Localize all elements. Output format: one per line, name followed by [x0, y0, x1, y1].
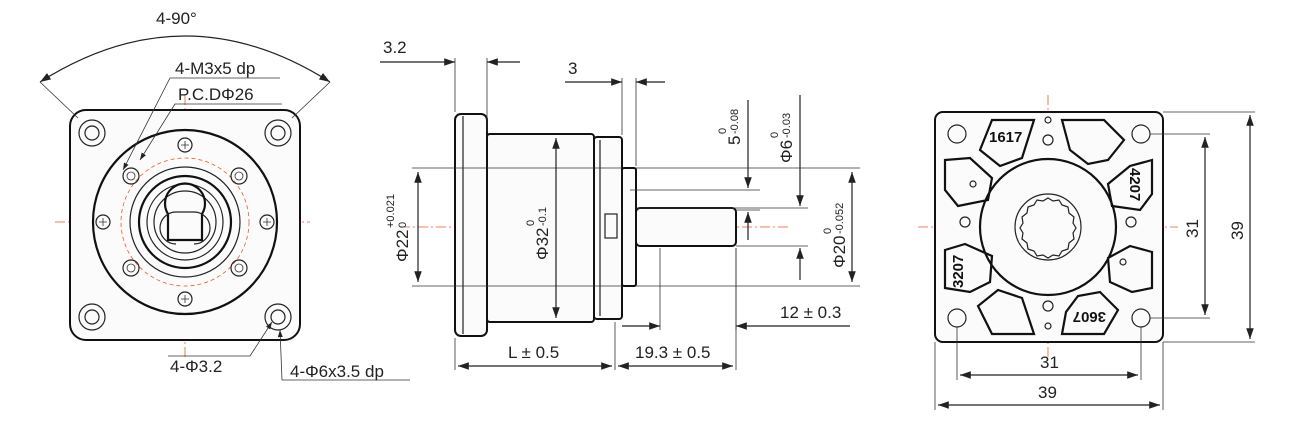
pcd-leader	[139, 103, 282, 161]
svg-text:-0.052: -0.052	[834, 203, 846, 234]
rear-square-plate	[934, 111, 1164, 343]
front-view: 4-90° 4-M3x5 dp P.C.DΦ26 4-Φ3.2 4-Φ6x3.5…	[39, 9, 410, 381]
rear-spline-outer	[1014, 193, 1082, 261]
d20-dimension: Φ20 0 -0.052	[822, 203, 849, 268]
svg-text:0: 0	[397, 222, 409, 228]
shaft-length-label: 12 ± 0.3	[780, 303, 841, 322]
gap-label: 3	[568, 59, 577, 78]
svg-text:Φ20: Φ20	[830, 236, 849, 268]
mark-left: 3207	[950, 255, 967, 288]
counterbore-leader	[277, 329, 410, 381]
side-view: 3.2 3 Φ22 +0.021 0 Φ32 0 -0.1 5 0	[380, 38, 860, 370]
rear-hub	[978, 157, 1118, 297]
side-flange	[454, 113, 488, 337]
pcd-label: P.C.DΦ26	[178, 85, 254, 104]
svg-text:Φ22: Φ22	[393, 230, 412, 262]
rear-small-holes	[959, 116, 1137, 330]
front-threaded-holes	[122, 167, 248, 277]
side-key	[604, 213, 618, 239]
front-output-shaft	[163, 182, 207, 242]
svg-text:5: 5	[725, 136, 744, 145]
svg-text:-0.1: -0.1	[537, 207, 549, 226]
rear-inner-height-label: 31	[1183, 219, 1202, 238]
d32-dimension: Φ32 0 -0.1	[525, 207, 552, 260]
small-hole-label: 4-Φ3.2	[170, 357, 222, 376]
counterbore-label: 4-Φ6x3.5 dp	[290, 362, 384, 381]
angle-label: 4-90°	[156, 9, 197, 28]
svg-text:0: 0	[769, 132, 781, 138]
rear-spline-teeth	[1019, 197, 1077, 259]
svg-text:0: 0	[822, 228, 834, 234]
side-end-ring	[593, 136, 623, 320]
mark-right: 4207	[1126, 168, 1143, 201]
svg-text:-0.08: -0.08	[729, 109, 741, 134]
d6-dimension: Φ6 0 -0.03	[769, 113, 796, 163]
svg-text:-0.03: -0.03	[781, 113, 793, 138]
svg-text:Φ32: Φ32	[533, 228, 552, 260]
rear-inner-width-label: 31	[1040, 353, 1059, 372]
mark-top: 1617	[989, 129, 1022, 146]
body-length-label: L ± 0.5	[508, 343, 559, 362]
side-output-boss	[621, 167, 637, 287]
side-output-shaft	[635, 207, 737, 247]
flange-thickness-label: 3.2	[383, 38, 407, 57]
rear-view: 1617 4207 3207 3607 31 39 31 39	[918, 95, 1255, 410]
rear-outer-width-label: 39	[1038, 383, 1057, 402]
key-width-dimension: 5 0 -0.08	[717, 109, 744, 145]
mark-bottom: 3607	[1073, 308, 1106, 325]
front-screws	[95, 137, 275, 307]
angle-dimension-arc	[39, 35, 331, 83]
thread-leader	[122, 77, 280, 171]
front-round-body	[91, 128, 279, 316]
svg-text:0: 0	[525, 220, 537, 226]
svg-text:0: 0	[717, 128, 729, 134]
rear-outer-height-label: 39	[1228, 221, 1247, 240]
small-hole-leader	[168, 321, 273, 357]
svg-text:Φ6: Φ6	[777, 140, 796, 163]
front-boss	[137, 174, 233, 270]
d22-dimension: Φ22 +0.021 0	[385, 194, 412, 262]
front-corner-holes	[78, 119, 292, 331]
rear-web-pockets	[943, 118, 1154, 336]
output-length-label: 19.3 ± 0.5	[635, 343, 711, 362]
thread-label: 4-M3x5 dp	[175, 59, 255, 78]
svg-text:+0.021: +0.021	[385, 194, 397, 228]
front-pcd-circle	[120, 157, 250, 287]
